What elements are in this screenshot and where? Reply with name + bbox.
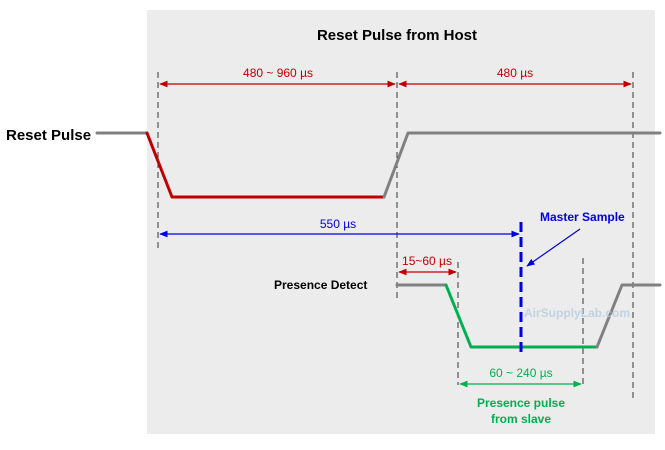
master-sample-label: Master Sample — [540, 210, 625, 224]
timing-label-recovery: 480 µs — [497, 66, 533, 80]
reset-pulse-label: Reset Pulse — [6, 127, 91, 144]
presence-pulse-caption-line2: from slave — [491, 412, 551, 426]
presence-pulse-caption-line1: Presence pulse — [477, 396, 565, 410]
master-sample-pointer — [526, 228, 581, 267]
timing-label-wait: 15~60 µs — [402, 254, 452, 268]
presence-detect-label: Presence Detect — [274, 278, 367, 292]
timing-label-sample: 550 µs — [320, 217, 356, 231]
timing-label-reset-low: 480 ~ 960 µs — [243, 66, 313, 80]
presence-low — [444, 283, 599, 349]
watermark-text: AirSupplyLab.com — [524, 306, 630, 320]
timing-label-presence-low: 60 ~ 240 µs — [489, 366, 552, 380]
diagram-title: Reset Pulse from Host — [317, 27, 477, 44]
reset-pulse-low — [145, 131, 386, 199]
reset-pulse-release — [382, 131, 662, 199]
presence-release — [595, 283, 662, 349]
